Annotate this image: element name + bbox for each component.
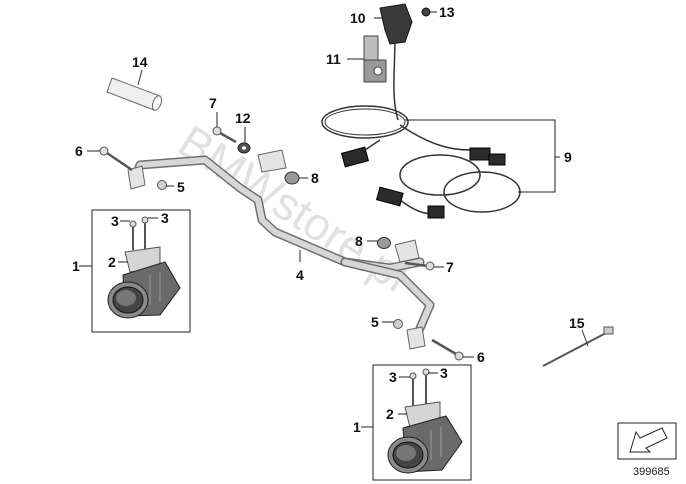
leader-lines (79, 11, 474, 428)
callout-3-lower-right: 3 (440, 365, 448, 381)
fog-lamp-assembly-upper (91, 209, 191, 333)
callout-4: 4 (296, 267, 304, 283)
callout-8-lower: 8 (355, 233, 363, 249)
callout-7-upper: 7 (209, 95, 217, 111)
part-10-relay (379, 3, 413, 121)
part-6-bolt-upper (99, 146, 133, 172)
callout-11: 11 (326, 51, 341, 67)
part-13-screw (421, 7, 431, 17)
part-5-nut-lower (393, 319, 403, 329)
callout-2-upper: 2 (108, 254, 116, 270)
part-9-wiring-harness (321, 105, 560, 219)
callout-1-upper: 1 (72, 258, 80, 274)
callout-6-lower: 6 (477, 349, 485, 365)
callout-5-upper: 5 (177, 179, 185, 195)
part-14-tube (106, 69, 163, 111)
callout-5-lower: 5 (371, 314, 379, 330)
part-15-cable-tie (542, 326, 614, 367)
direction-arrow-icon (617, 422, 677, 460)
callout-12: 12 (235, 110, 251, 126)
callout-3-upper-left: 3 (111, 213, 119, 229)
part-6-bolt-lower (431, 338, 464, 361)
callout-3-lower-left: 3 (389, 369, 397, 385)
part-5-nut-upper (157, 180, 167, 190)
callout-3-upper-right: 3 (161, 210, 169, 226)
callout-7-lower: 7 (446, 259, 454, 275)
callout-1-lower: 1 (353, 419, 361, 435)
callout-6-upper: 6 (75, 143, 83, 159)
callout-2-lower: 2 (386, 406, 394, 422)
callout-15: 15 (569, 315, 585, 331)
part-7-bolt-lower (404, 261, 435, 271)
callout-10: 10 (350, 10, 366, 26)
part-11-switch-housing (363, 35, 387, 83)
document-number: 399685 (633, 466, 670, 478)
part-8-rubber-upper (284, 171, 300, 185)
part-8-rubber-lower (377, 237, 391, 249)
callout-8-upper: 8 (311, 170, 319, 186)
fog-lamp-assembly-lower (372, 364, 472, 481)
callouts: 1 1 2 2 3 3 3 3 4 5 5 6 6 7 7 8 8 9 10 1… (72, 4, 585, 435)
part-12-washer (237, 142, 251, 154)
callout-14: 14 (132, 54, 148, 70)
callout-13: 13 (439, 4, 455, 20)
part-4-bracket (127, 149, 435, 350)
callout-9: 9 (564, 149, 572, 165)
